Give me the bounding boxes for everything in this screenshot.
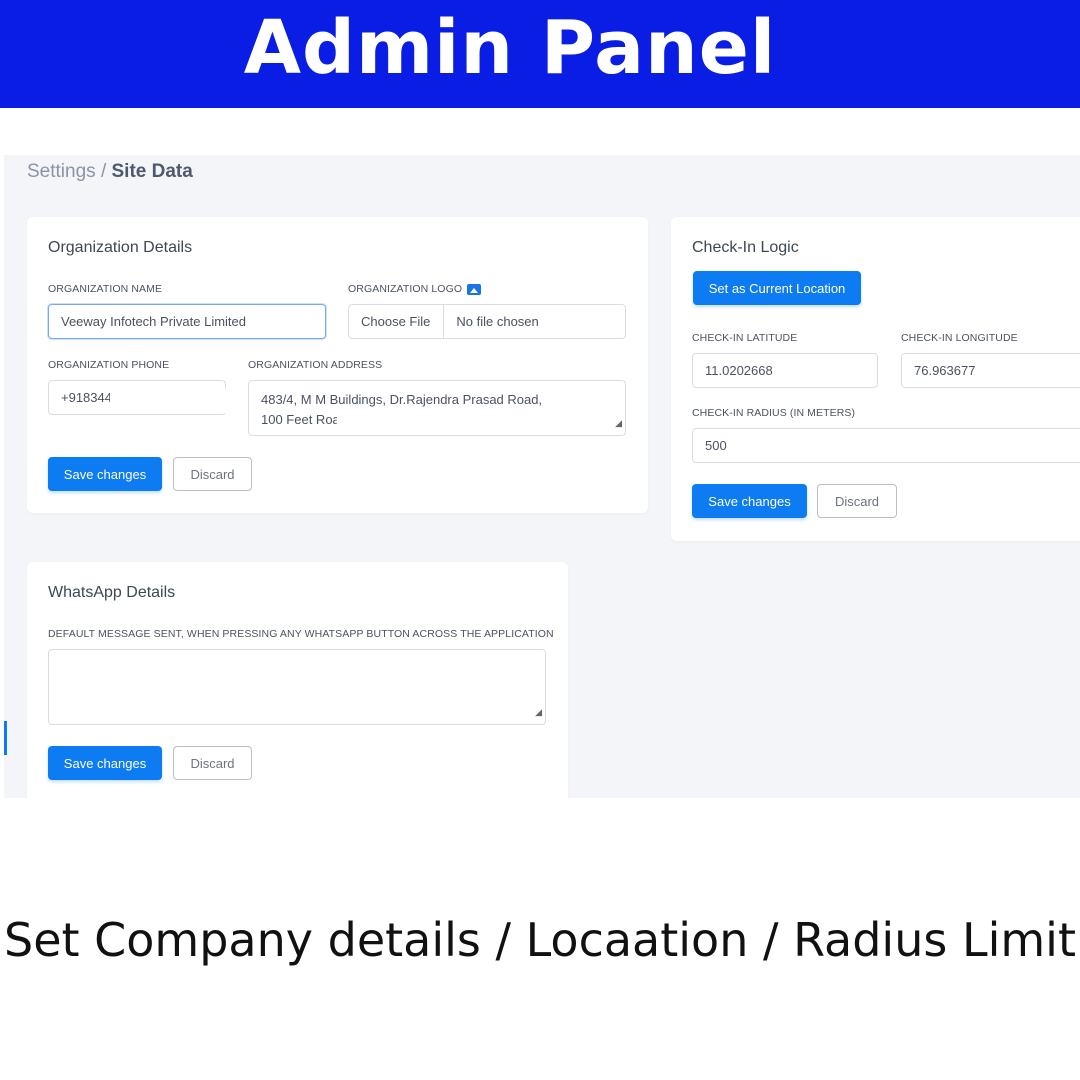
organization-name-label: ORGANIZATION NAME bbox=[48, 283, 163, 295]
organization-address-label: ORGANIZATION ADDRESS bbox=[248, 359, 383, 371]
longitude-value: 76.963677 bbox=[914, 363, 976, 378]
set-current-location-button[interactable]: Set as Current Location bbox=[693, 271, 861, 305]
redaction-mask bbox=[337, 408, 469, 428]
card-title: Check-In Logic bbox=[692, 239, 799, 256]
address-line-2: 100 Feet Roa bbox=[261, 412, 340, 427]
resize-handle-icon[interactable]: ◢ bbox=[535, 707, 542, 717]
check-in-latitude-input[interactable]: 11.0202668 bbox=[692, 353, 878, 388]
file-status: No file chosen bbox=[456, 314, 539, 329]
organization-logo-file-input[interactable]: Choose File No file chosen bbox=[348, 304, 626, 339]
discard-button[interactable]: Discard bbox=[173, 746, 252, 780]
latitude-value: 11.0202668 bbox=[705, 363, 773, 378]
discard-button[interactable]: Discard bbox=[817, 484, 897, 518]
default-message-textarea[interactable]: ◢ bbox=[48, 649, 546, 725]
admin-screenshot: Settings / Site Data Organization Detail… bbox=[4, 155, 1080, 798]
organization-phone-label: ORGANIZATION PHONE bbox=[48, 359, 170, 371]
check-in-longitude-label: CHECK-IN LONGITUDE bbox=[901, 332, 1018, 344]
organization-details-card: Organization Details ORGANIZATION NAME V… bbox=[27, 217, 648, 513]
banner: Admin Panel bbox=[0, 0, 1080, 108]
address-line-1: 483/4, M M Buildings, Dr.Rajendra Prasad… bbox=[261, 392, 543, 407]
redaction-mask bbox=[110, 389, 240, 413]
save-changes-button[interactable]: Save changes bbox=[48, 746, 162, 780]
breadcrumb: Settings / Site Data bbox=[27, 161, 193, 183]
card-title: Organization Details bbox=[48, 239, 193, 256]
default-message-label: DEFAULT MESSAGE SENT, WHEN PRESSING ANY … bbox=[48, 628, 554, 640]
radius-value: 500 bbox=[705, 438, 727, 453]
check-in-logic-card: Check-In Logic Set as Current Location C… bbox=[671, 217, 1080, 541]
caption: Set Company details / Locaation / Radius… bbox=[4, 913, 1076, 967]
check-in-latitude-label: CHECK-IN LATITUDE bbox=[692, 332, 798, 344]
organization-name-value: Veeway Infotech Private Limited bbox=[61, 314, 246, 329]
breadcrumb-parent[interactable]: Settings bbox=[27, 161, 96, 182]
save-changes-button[interactable]: Save changes bbox=[692, 484, 807, 518]
breadcrumb-current: Site Data bbox=[111, 161, 193, 182]
resize-handle-icon[interactable]: ◢ bbox=[615, 418, 622, 428]
choose-file-button[interactable]: Choose File bbox=[360, 305, 445, 338]
image-icon bbox=[467, 284, 481, 295]
check-in-longitude-input[interactable]: 76.963677 bbox=[901, 353, 1080, 388]
whatsapp-details-card: WhatsApp Details DEFAULT MESSAGE SENT, W… bbox=[27, 562, 568, 798]
organization-name-input[interactable]: Veeway Infotech Private Limited bbox=[48, 304, 326, 339]
organization-phone-value: +918344 bbox=[61, 390, 112, 405]
card-title: WhatsApp Details bbox=[48, 584, 176, 601]
organization-logo-label: ORGANIZATION LOGO bbox=[348, 283, 463, 295]
save-changes-button[interactable]: Save changes bbox=[48, 457, 162, 491]
sidebar-active-indicator bbox=[4, 721, 7, 755]
breadcrumb-separator: / bbox=[100, 161, 107, 182]
check-in-radius-label: CHECK-IN RADIUS (IN METERS) bbox=[692, 407, 856, 419]
check-in-radius-input[interactable]: 500 bbox=[692, 428, 1080, 463]
discard-button[interactable]: Discard bbox=[173, 457, 252, 491]
banner-title: Admin Panel bbox=[243, 5, 777, 91]
